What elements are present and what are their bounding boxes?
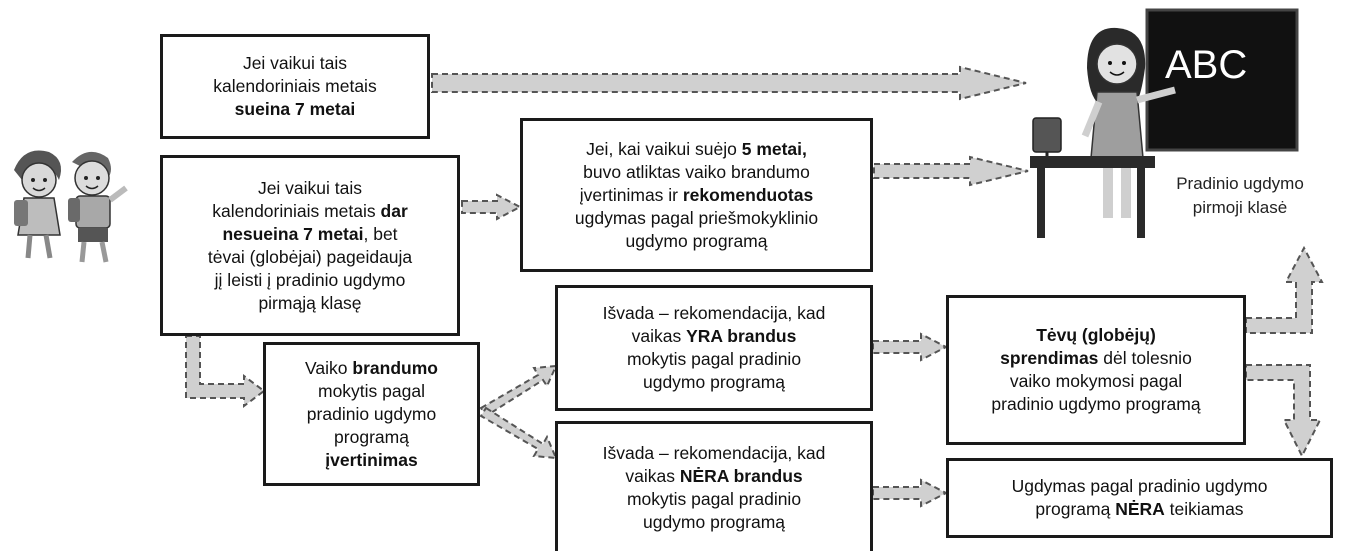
arrow-b2-to-b4 [185, 335, 266, 408]
b3-line3b: rekomenduotas [682, 184, 814, 205]
b7-line2b: dėl tolesnio [1098, 348, 1192, 368]
b5-line3: mokytis pagal pradinio [626, 349, 802, 369]
b8-line2c: teikiamas [1164, 499, 1244, 519]
b7-line2a: sprendimas [1000, 348, 1099, 368]
b2-line3a: nesueina 7 metai [222, 223, 364, 244]
b6-line4: ugdymo programą [642, 511, 786, 532]
b2-line6: pirmąją klasę [258, 292, 362, 313]
b6-line1: Išvada – rekomendacija, kad [602, 442, 826, 463]
arrow-b7-up [1245, 245, 1324, 334]
arrow-b4-to-b5 [479, 364, 558, 418]
b1-line2: kalendoriniais metais [213, 76, 377, 96]
b4-line2: mokytis pagal [318, 380, 425, 401]
b4-line4: programą [334, 426, 409, 447]
b5-line1: Išvada – rekomendacija, kad [602, 303, 826, 323]
b3-line5: ugdymo programą [625, 230, 768, 251]
b4-line5: įvertinimas [325, 449, 418, 470]
box-conclusion-not-mature: Išvada – rekomendacija, kad vaikas NĖRA … [555, 421, 873, 551]
b2-line2b: dar [380, 200, 408, 221]
b8-line2b: NĖRA [1115, 499, 1165, 519]
caption-line2: pirmoji klasė [1192, 198, 1288, 217]
arrow-b4-to-b6 [479, 406, 558, 460]
b7-line1: Tėvų (globėjų) [1036, 325, 1156, 345]
b3-line4: ugdymas pagal priešmokyklinio [574, 207, 819, 228]
blackboard [1145, 8, 1299, 152]
box-education-not-provided: Ugdymas pagal pradinio ugdymo programą N… [946, 458, 1333, 538]
b3-line1b: 5 metai, [741, 138, 807, 159]
box-conclusion-mature: Išvada – rekomendacija, kad vaikas YRA b… [555, 285, 873, 411]
b2-line3b: , bet [363, 223, 398, 244]
b5-line4: ugdymo programą [642, 372, 786, 392]
b4-line1b: brandumo [352, 357, 438, 378]
b5-line2a: vaikas [631, 326, 687, 346]
caption-line1: Pradinio ugdymo [1176, 174, 1304, 193]
b4-line1a: Vaiko [305, 357, 353, 378]
b4-line3: pradinio ugdymo [306, 403, 437, 424]
b7-line3: vaiko mokymosi pagal [1009, 371, 1183, 391]
b6-line2b: NĖRA brandus [679, 465, 803, 486]
b6-line2a: vaikas [625, 465, 680, 486]
b2-line1: Jei vaikui tais [257, 177, 363, 198]
box-parents-decision: Tėvų (globėjų) sprendimas dėl tolesnio v… [946, 295, 1246, 445]
arrow-b5-to-b7 [872, 332, 949, 362]
b3-line1a: Jei, kai vaikui suėjo [586, 138, 742, 159]
b2-line4: tėvai (globėjai) pageidauja [207, 246, 413, 267]
classroom-illustration: ABC [1030, 8, 1299, 238]
children-illustration [14, 150, 128, 263]
arrow-b7-down [1245, 364, 1322, 459]
desk [1030, 156, 1155, 168]
arrow-b3-to-class [873, 155, 1029, 187]
b8-line2a: programą [1035, 499, 1116, 519]
b2-line5: jį leisti į pradinio ugdymo [214, 269, 406, 290]
box-maturity-at-5: Jei, kai vaikui suėjo 5 metai, buvo atli… [520, 118, 873, 272]
b6-line3: mokytis pagal pradinio [626, 488, 802, 509]
b7-line4: pradinio ugdymo programą [991, 394, 1201, 414]
blackboard-text: ABC [1165, 43, 1247, 87]
b1-line3: sueina 7 metai [234, 99, 356, 119]
arrow-b2-to-b3 [461, 193, 523, 221]
b2-line2a: kalendoriniais metais [212, 200, 381, 221]
box-maturity-assessment: Vaiko brandumo mokytis pagal pradinio ug… [263, 342, 480, 486]
arrow-b6-to-b8 [872, 478, 949, 508]
b5-line2b: YRA brandus [686, 326, 797, 346]
b1-line1: Jei vaikui tais [242, 53, 348, 73]
b8-line1: Ugdymas pagal pradinio ugdymo [1011, 476, 1268, 496]
class-caption: Pradinio ugdymo pirmoji klasė [1160, 172, 1320, 220]
box-age-7-reached: Jei vaikui tais kalendoriniais metais su… [160, 34, 430, 139]
box-age-7-not-reached: Jei vaikui tais kalendoriniais metais da… [160, 155, 460, 336]
arrow-b1-to-class [431, 65, 1027, 101]
b3-line3a: įvertinimas ir [579, 184, 683, 205]
b3-line2: buvo atliktas vaiko brandumo [583, 161, 810, 182]
